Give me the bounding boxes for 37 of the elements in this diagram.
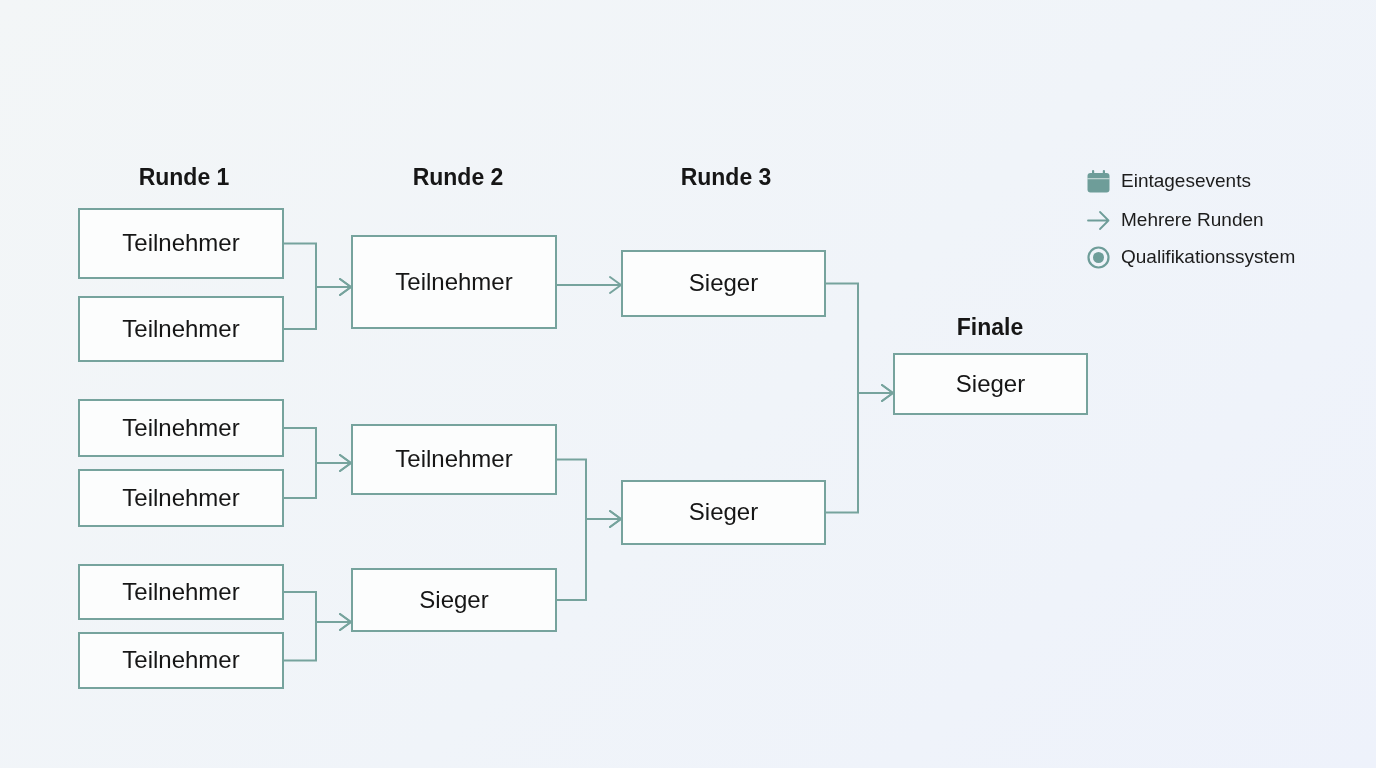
entry-label: Teilnehmer — [122, 229, 240, 258]
entry-label: Teilnehmer — [122, 483, 240, 513]
bracket-slot — [621, 250, 826, 317]
entry-label: Sieger — [955, 369, 1026, 399]
entry-label: Sieger — [419, 585, 489, 615]
column-heading: Runde 2 — [412, 164, 504, 192]
bracket-slot — [78, 296, 284, 362]
column-heading: Finale — [956, 314, 1024, 342]
bracket-slot — [78, 632, 284, 689]
bracket-slot — [78, 208, 284, 279]
bracket-slot — [78, 564, 284, 620]
entry-label: Teilnehmer — [395, 267, 513, 297]
entry-label: Sieger — [688, 269, 759, 298]
connector-arrow — [556, 510, 622, 601]
entry-label: Teilnehmer — [395, 445, 513, 474]
bracket-slot — [351, 568, 557, 632]
legend-label: Mehrere Runden — [1121, 208, 1264, 232]
bracket-slot — [78, 469, 284, 527]
entry-label: Teilnehmer — [122, 314, 240, 344]
connector-arrow — [283, 613, 352, 662]
bracket-slot — [78, 399, 284, 457]
legend-label: Qualifikationssystem — [1121, 245, 1296, 269]
connector-arrow — [825, 384, 894, 514]
entry-label: Teilnehmer — [122, 413, 240, 443]
bracket-slot — [621, 480, 826, 545]
entry-label: Teilnehmer — [122, 646, 240, 675]
entry-label: Sieger — [688, 498, 759, 527]
legend-label: Eintagesevents — [1121, 169, 1251, 193]
connector-arrow — [556, 276, 622, 294]
bracket-slot — [351, 235, 557, 329]
column-heading: Runde 1 — [138, 164, 230, 192]
column-heading: Runde 3 — [680, 164, 772, 192]
bracket-slot — [351, 424, 557, 495]
entry-label: Teilnehmer — [122, 577, 240, 607]
bracket-slot — [893, 353, 1088, 415]
connector-arrow — [283, 278, 352, 330]
connector-arrow — [283, 454, 352, 499]
